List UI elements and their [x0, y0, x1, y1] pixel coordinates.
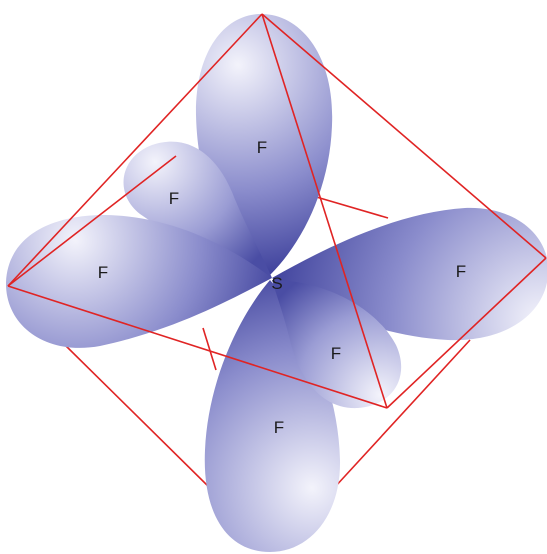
label-fluorine-right: F	[456, 262, 466, 281]
label-fluorine-bottom: F	[274, 418, 284, 437]
label-fluorine-front: F	[331, 344, 341, 363]
label-fluorine-left: F	[98, 263, 108, 282]
edge-back-2	[64, 344, 212, 490]
label-fluorine-back: F	[169, 189, 179, 208]
label-fluorine-top: F	[257, 138, 267, 157]
edge-back-1	[313, 196, 388, 218]
label-sulfur: S	[271, 274, 282, 293]
